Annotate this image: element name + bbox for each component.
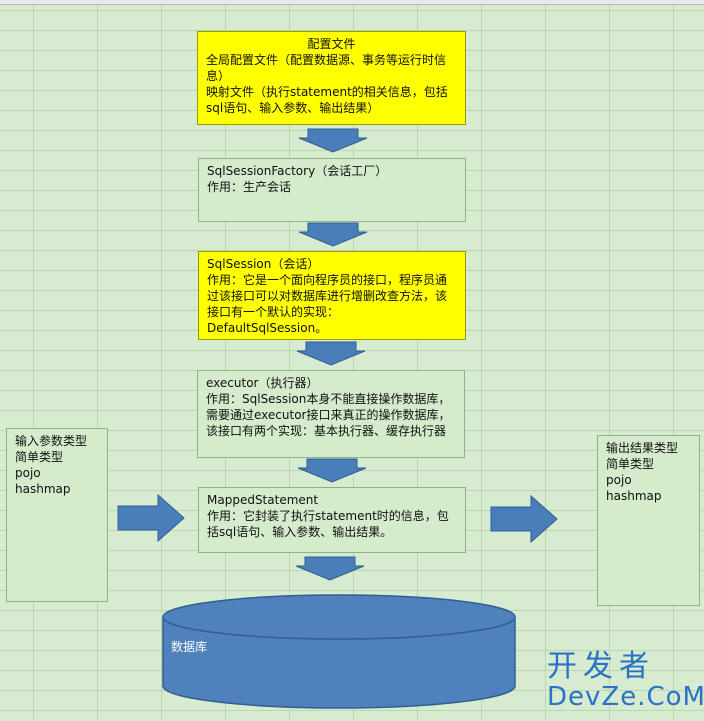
factory-desc: 作用：生产会话 — [207, 180, 292, 194]
mapped-desc: 作用：它封装了执行statement时的信息，包括sql语句、输入参数、输出结果… — [207, 509, 449, 539]
sqlsession-box: SqlSession（会话） 作用：它是一个面向程序员的接口，程序员通过该接口可… — [198, 251, 466, 340]
executor-desc: 作用：SqlSession本身不能直接操作数据库，需要通过executor接口来… — [206, 392, 451, 438]
input-item: pojo — [15, 466, 41, 480]
output-item: pojo — [606, 473, 632, 487]
arrow-right-icon — [117, 493, 185, 543]
input-title: 输入参数类型 — [15, 434, 88, 448]
input-item: 简单类型 — [15, 450, 64, 464]
session-desc: 作用：它是一个面向程序员的接口，程序员通过该接口可以对数据库进行增删改查方法，该… — [207, 273, 448, 335]
arrow-down-icon — [297, 458, 367, 483]
input-item: hashmap — [15, 482, 71, 496]
output-title: 输出结果类型 — [606, 441, 679, 455]
mapped-title: MappedStatement — [207, 493, 319, 507]
executor-box: executor（执行器） 作用：SqlSession本身不能直接操作数据库，需… — [197, 370, 465, 458]
config-files-box: 配置文件 全局配置文件（配置数据源、事务等运行时信息） 映射文件（执行state… — [197, 31, 466, 125]
database-cylinder-icon — [162, 594, 516, 709]
arrow-down-icon — [295, 556, 365, 581]
database-label: 数据库 — [171, 640, 208, 654]
output-item: hashmap — [606, 489, 662, 503]
session-title: SqlSession（会话） — [207, 257, 320, 271]
executor-title: executor（执行器） — [206, 376, 319, 390]
arrow-down-icon — [298, 222, 368, 247]
output-result-types-box: 输出结果类型 简单类型 pojo hashmap — [597, 435, 700, 606]
arrow-down-icon — [296, 341, 366, 366]
devze-watermark-logo: 开发者 DevZe.CoM — [547, 649, 704, 712]
output-item: 简单类型 — [606, 457, 655, 471]
mappedstatement-box: MappedStatement 作用：它封装了执行statement时的信息，包… — [198, 487, 466, 553]
sheet-column-header-strip — [0, 0, 704, 5]
arrow-right-icon — [490, 494, 558, 544]
arrow-down-icon — [298, 128, 368, 153]
global-config-text: 全局配置文件（配置数据源、事务等运行时信息） — [206, 53, 447, 83]
config-title: 配置文件 — [307, 37, 356, 51]
mapping-file-text: 映射文件（执行statement的相关信息，包括sql语句、输入参数、输出结果） — [206, 85, 448, 115]
sqlsessionfactory-box: SqlSessionFactory（会话工厂） 作用：生产会话 — [198, 158, 466, 222]
factory-title: SqlSessionFactory（会话工厂） — [207, 164, 388, 178]
input-param-types-box: 输入参数类型 简单类型 pojo hashmap — [6, 428, 108, 602]
